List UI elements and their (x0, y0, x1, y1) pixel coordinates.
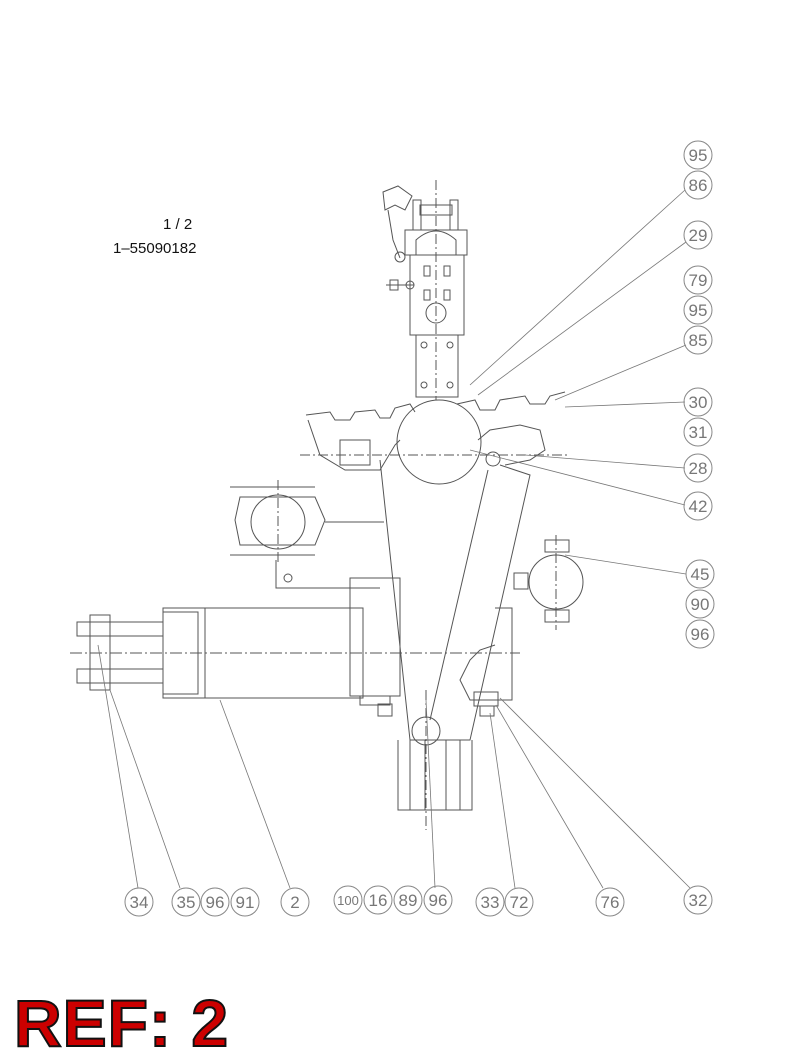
cross-beam (300, 391, 570, 471)
callout-circle-r6 (683, 387, 713, 417)
callout-circle-r12 (685, 619, 715, 649)
callout-r3: 79 (689, 271, 708, 290)
callout-circle-r0 (683, 140, 713, 170)
callout-circle-b6 (363, 885, 393, 915)
callout-b1: 35 (177, 893, 196, 912)
top-hook-assembly (382, 180, 468, 400)
callout-b10: 72 (510, 893, 529, 912)
callout-circle-r4 (683, 295, 713, 325)
callout-r0: 95 (689, 146, 708, 165)
callout-circle-r1 (683, 170, 713, 200)
main-ball-joint (396, 399, 482, 485)
callout-r9: 42 (689, 497, 708, 516)
callout-circle-r2 (683, 220, 713, 250)
callout-b11: 76 (601, 893, 620, 912)
reference-label: REF: 2 (13, 985, 230, 1061)
callout-circle-b12 (683, 885, 713, 915)
right-block (459, 607, 513, 717)
callout-r12: 96 (691, 625, 710, 644)
part-number: 1–55090182 (113, 240, 197, 257)
callout-circle-r10 (685, 559, 715, 589)
callout-r11: 90 (691, 595, 710, 614)
callout-bubbles (124, 140, 715, 917)
callout-circle-b3 (230, 887, 260, 917)
callout-b7: 89 (399, 891, 418, 910)
callout-b5: 100 (337, 893, 359, 908)
right-ring-bracket (513, 535, 584, 630)
callout-b12: 32 (689, 891, 708, 910)
callout-circle-r7 (683, 417, 713, 447)
callout-b9: 33 (481, 893, 500, 912)
callout-circle-r3 (683, 265, 713, 295)
callout-b4: 2 (290, 893, 299, 912)
callout-circle-b8 (423, 885, 453, 915)
main-arm (379, 459, 531, 830)
hydraulic-cylinder (70, 577, 520, 717)
callout-circle-b10 (504, 887, 534, 917)
callout-circle-b5 (333, 885, 363, 915)
callout-circle-b1 (171, 887, 201, 917)
callout-circle-b7 (393, 885, 423, 915)
sheet-page-number: 1 / 2 (163, 216, 193, 233)
callout-r8: 28 (689, 459, 708, 478)
callout-b3: 91 (236, 893, 255, 912)
callout-circle-r8 (683, 453, 713, 483)
callout-r5: 85 (689, 331, 708, 350)
callout-circle-b0 (124, 887, 154, 917)
callout-b6: 16 (369, 891, 388, 910)
callout-circle-r5 (683, 325, 713, 355)
callout-circle-r9 (683, 491, 713, 521)
callout-r1: 86 (689, 176, 708, 195)
callout-circle-b11 (595, 887, 625, 917)
callout-circle-b2 (200, 887, 230, 917)
callout-b2: 96 (206, 893, 225, 912)
callout-b0: 34 (130, 893, 149, 912)
callout-r7: 31 (689, 423, 708, 442)
leader-lines (97, 189, 691, 889)
callout-circle-r11 (685, 589, 715, 619)
callout-r4: 95 (689, 301, 708, 320)
left-ring-bracket (230, 480, 384, 589)
callout-circle-b9 (475, 887, 505, 917)
callout-r10: 45 (691, 565, 710, 584)
callout-circle-b4 (280, 887, 310, 917)
callout-r2: 29 (689, 226, 708, 245)
callout-b8: 96 (429, 891, 448, 910)
callout-r6: 30 (689, 393, 708, 412)
